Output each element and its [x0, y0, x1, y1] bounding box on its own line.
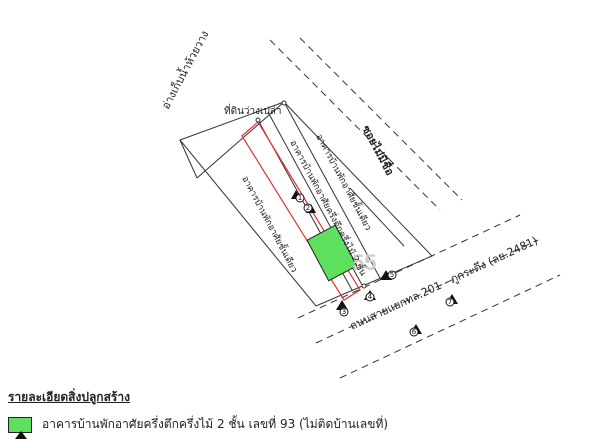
marker-1: 1: [291, 190, 305, 203]
svg-text:5: 5: [390, 271, 394, 279]
marker-4: 4: [364, 290, 376, 302]
svg-text:7: 7: [448, 298, 452, 306]
svg-text:1: 1: [298, 194, 302, 202]
marker-7: 7: [445, 294, 458, 307]
label-building-1storey: อาคารบ้านพักอาศัยชั้นเดียว: [313, 131, 375, 232]
svg-text:3: 3: [342, 308, 346, 316]
label-vacant-land: ที่ดินว่างเปล่า: [224, 103, 282, 117]
svg-text:2: 2: [306, 204, 310, 212]
marker-5: 5: [380, 270, 397, 280]
legend: รายละเอียดสิ่งปลูกสร้าง อาคารบ้านพักอาศั…: [8, 388, 592, 434]
legend-item-building: อาคารบ้านพักอาศัยครึ่งตึกครึ่งไม้ 2 ชั้น…: [42, 417, 389, 431]
legend-title: รายละเอียดสิ่งปลูกสร้าง: [8, 390, 130, 404]
svg-text:4: 4: [368, 293, 373, 301]
legend-row-building: อาคารบ้านพักอาศัยครึ่งตึกครึ่งไม้ 2 ชั้น…: [8, 415, 592, 434]
vertex-dots: [255, 100, 367, 289]
legend-swatch-green: [8, 416, 32, 433]
legend-marker-icon: [15, 431, 27, 439]
watermark-text: 55: [352, 250, 376, 275]
label-road: ถนนสายแยกทล.201 - ภูกระดึง (ลย.2481): [348, 234, 540, 333]
marker-6: 6: [409, 324, 422, 337]
direction-markers: 1 2 3 4 5 6 7: [291, 190, 458, 337]
label-soi: ซอยไม่มีชื่อ: [359, 122, 398, 177]
road-dashed-lines: [297, 214, 561, 379]
label-reservoir: อ่างเก็บน้ำห้วยวาง: [157, 28, 211, 112]
svg-text:6: 6: [412, 328, 417, 336]
marker-2: 2: [303, 203, 316, 213]
building-two-storey: [306, 224, 358, 282]
marker-3: 3: [336, 300, 349, 317]
soi-dashed-lines: [269, 37, 463, 211]
